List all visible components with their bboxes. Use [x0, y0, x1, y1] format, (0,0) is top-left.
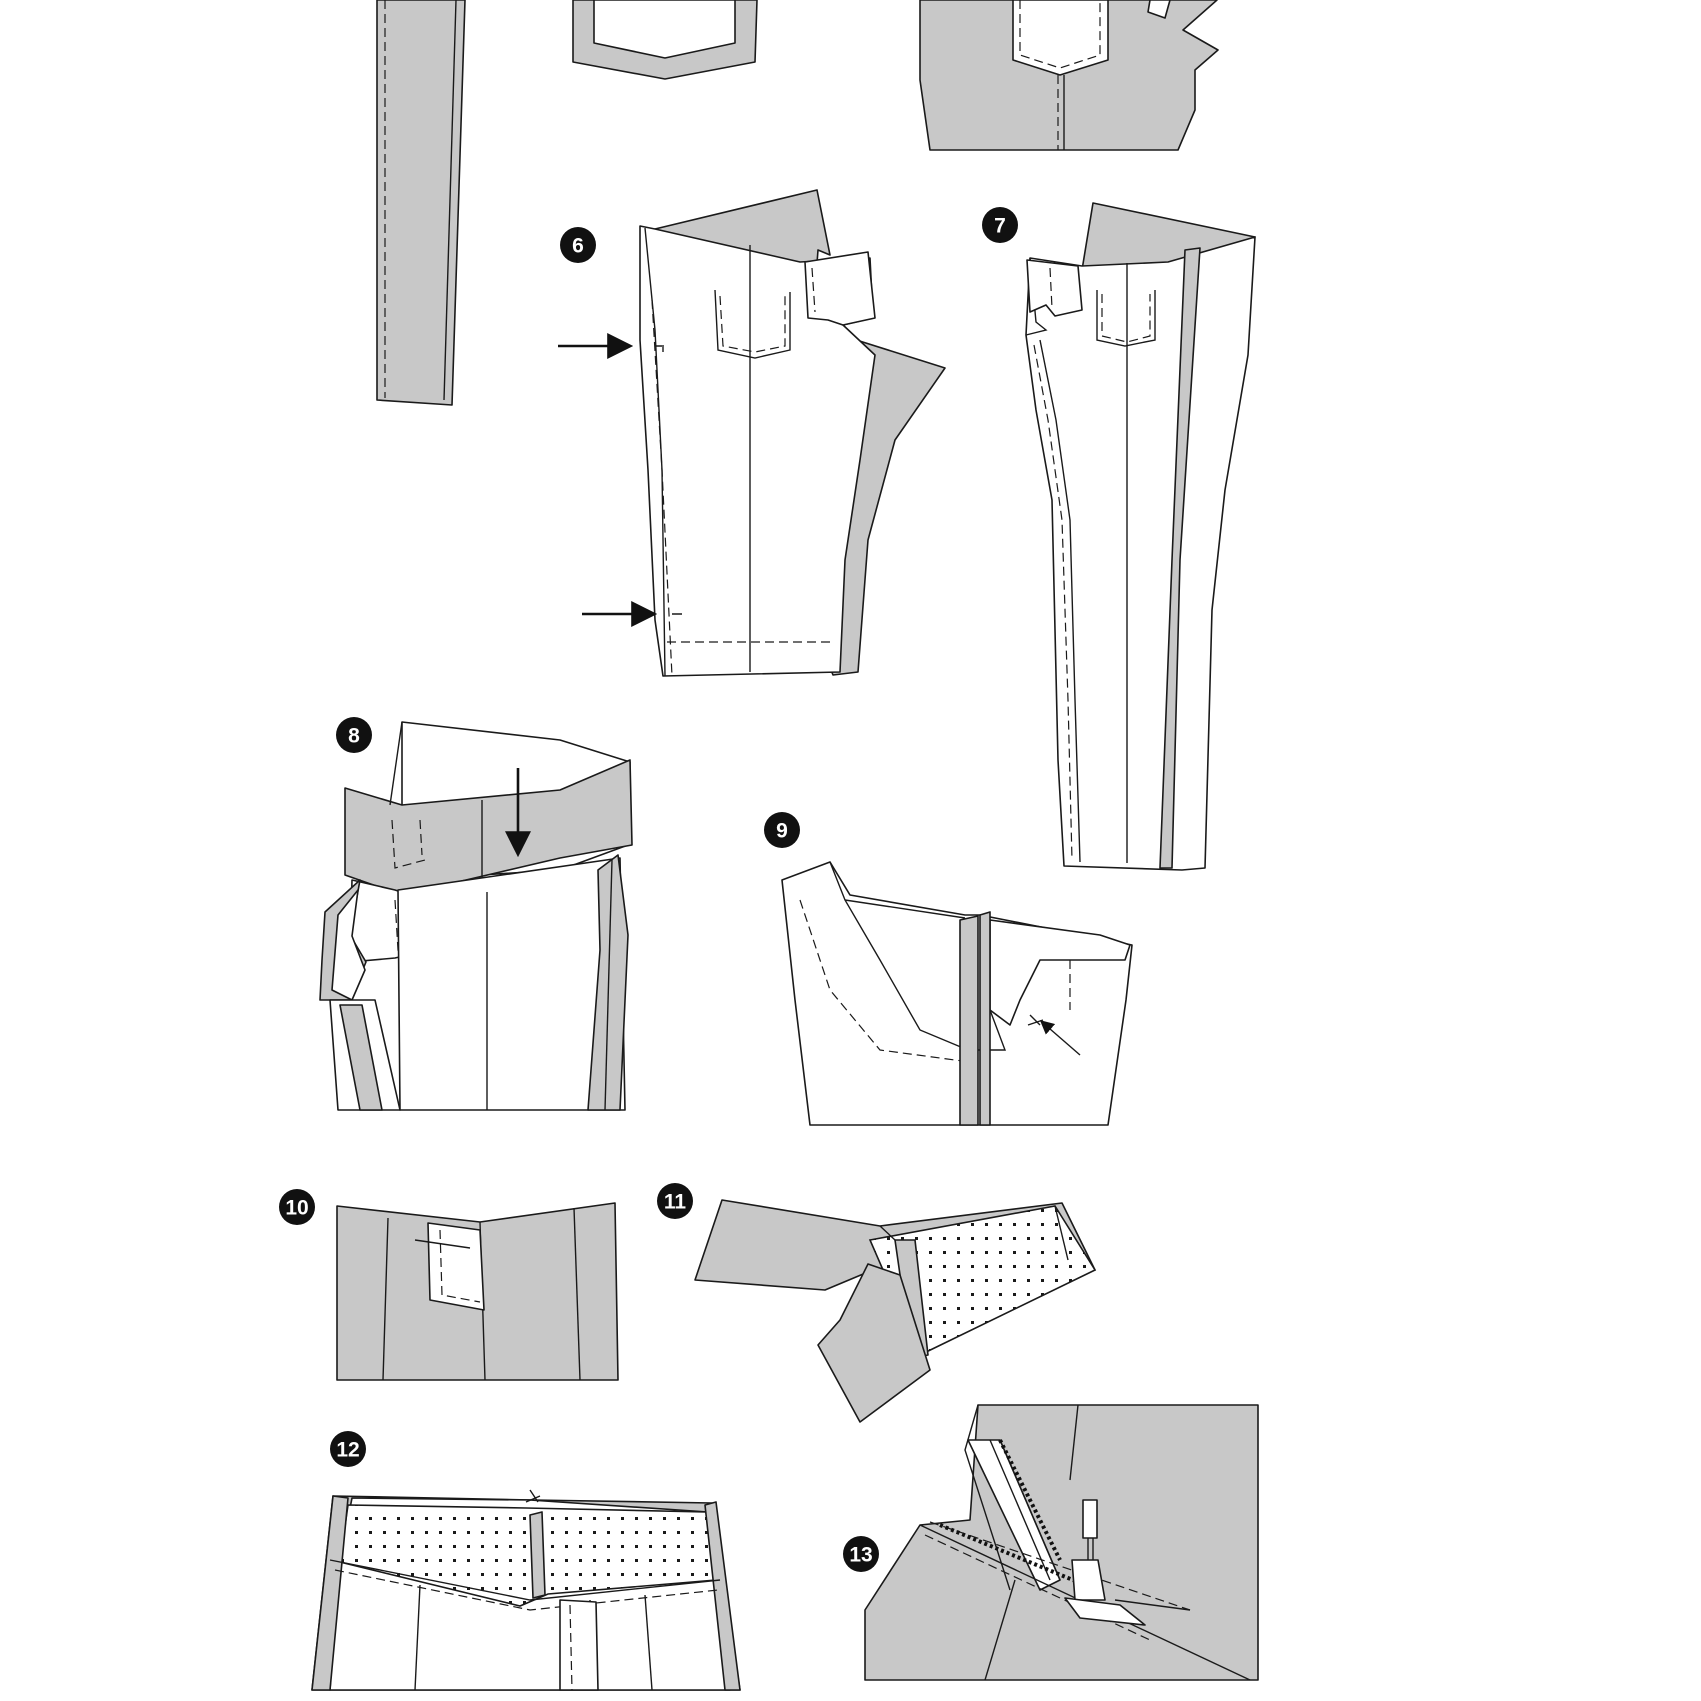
step-13-badge: 13 [843, 1536, 879, 1572]
step-6-badge: 6 [560, 227, 596, 263]
step-7-badge: 7 [982, 207, 1018, 243]
step-10-badge: 10 [279, 1189, 315, 1225]
step-8-badge: 8 [336, 717, 372, 753]
back-trouser-top [919, 0, 1219, 151]
pocket-piece-top [572, 0, 758, 80]
step-13-topstitch-zipper [864, 1404, 1259, 1681]
step-11-badge: 11 [657, 1183, 693, 1219]
svg-text:8: 8 [348, 725, 360, 748]
svg-text:6: 6 [572, 235, 584, 258]
step-12-waistband-finished [311, 1489, 741, 1691]
leg-strip-piece [376, 0, 466, 406]
step-9-badge: 9 [764, 812, 800, 848]
svg-text:11: 11 [664, 1191, 687, 1214]
step-12-badge: 12 [330, 1431, 366, 1467]
svg-text:12: 12 [336, 1439, 359, 1462]
step-6-front-leg [639, 189, 946, 677]
svg-text:7: 7 [994, 215, 1006, 238]
svg-text:9: 9 [776, 820, 788, 843]
arrow-diagonal-icon [1039, 1020, 1081, 1056]
step-7-back-leg [1025, 202, 1256, 871]
step-9-fly-front [781, 861, 1133, 1126]
step-10-fly-closed [336, 1202, 619, 1381]
step-8-waistband-attach [319, 721, 633, 1111]
step-11-waistband-facing [694, 1199, 1097, 1423]
svg-text:13: 13 [849, 1544, 872, 1567]
svg-text:10: 10 [285, 1197, 308, 1220]
